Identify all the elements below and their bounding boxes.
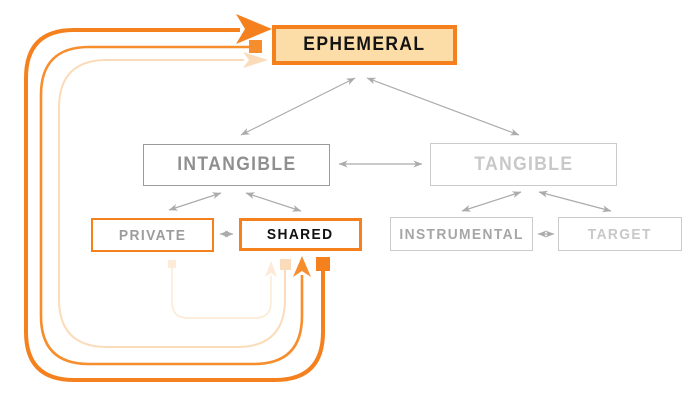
node-private: PRIVATE	[91, 218, 214, 252]
node-target-label: TARGET	[588, 225, 652, 243]
loop-shared-faint-start-square	[280, 259, 291, 270]
node-shared: SHARED	[239, 218, 362, 251]
node-ephemeral: EPHEMERAL	[272, 25, 457, 65]
loop-ephemeral-faint-arrowhead-icon	[243, 52, 268, 68]
loop-shared-faintest-arrowhead-icon	[265, 261, 277, 277]
loop-ephemeral-to-shared-path	[39, 45, 304, 366]
link-ephemeral-intangible	[240, 77, 356, 136]
node-private-label: PRIVATE	[118, 226, 187, 244]
node-shared-label: SHARED	[267, 226, 334, 243]
link-tangible-target	[538, 190, 612, 213]
node-intangible-label: INTANGIBLE	[176, 154, 297, 175]
link-ephemeral-tangible	[366, 77, 520, 136]
node-tangible-label: TANGIBLE	[473, 153, 574, 175]
node-intangible: INTANGIBLE	[143, 144, 330, 186]
node-target: TARGET	[558, 217, 682, 251]
node-tangible: TANGIBLE	[430, 143, 617, 186]
link-intangible-private	[168, 192, 222, 211]
loop-private-to-shared-path	[171, 268, 272, 319]
loop-ephemeral-strong-arrowhead-icon	[236, 14, 272, 44]
loop-shared-strong-start-square	[316, 257, 330, 271]
loop-private-start-square	[168, 260, 176, 268]
link-tangible-instrumental	[461, 191, 522, 212]
loop-shared-to-ephemeral-strong-path	[24, 28, 325, 382]
node-instrumental-label: INSTRUMENTAL	[399, 225, 524, 243]
loop-ephemeral-start-square	[249, 40, 262, 53]
node-ephemeral-label: EPHEMERAL	[303, 34, 426, 55]
link-intangible-shared	[245, 192, 302, 212]
loop-shared-to-ephemeral-faint-path	[58, 59, 286, 348]
node-instrumental: INSTRUMENTAL	[390, 217, 533, 251]
loop-shared-medium-arrowhead-icon	[293, 256, 311, 277]
